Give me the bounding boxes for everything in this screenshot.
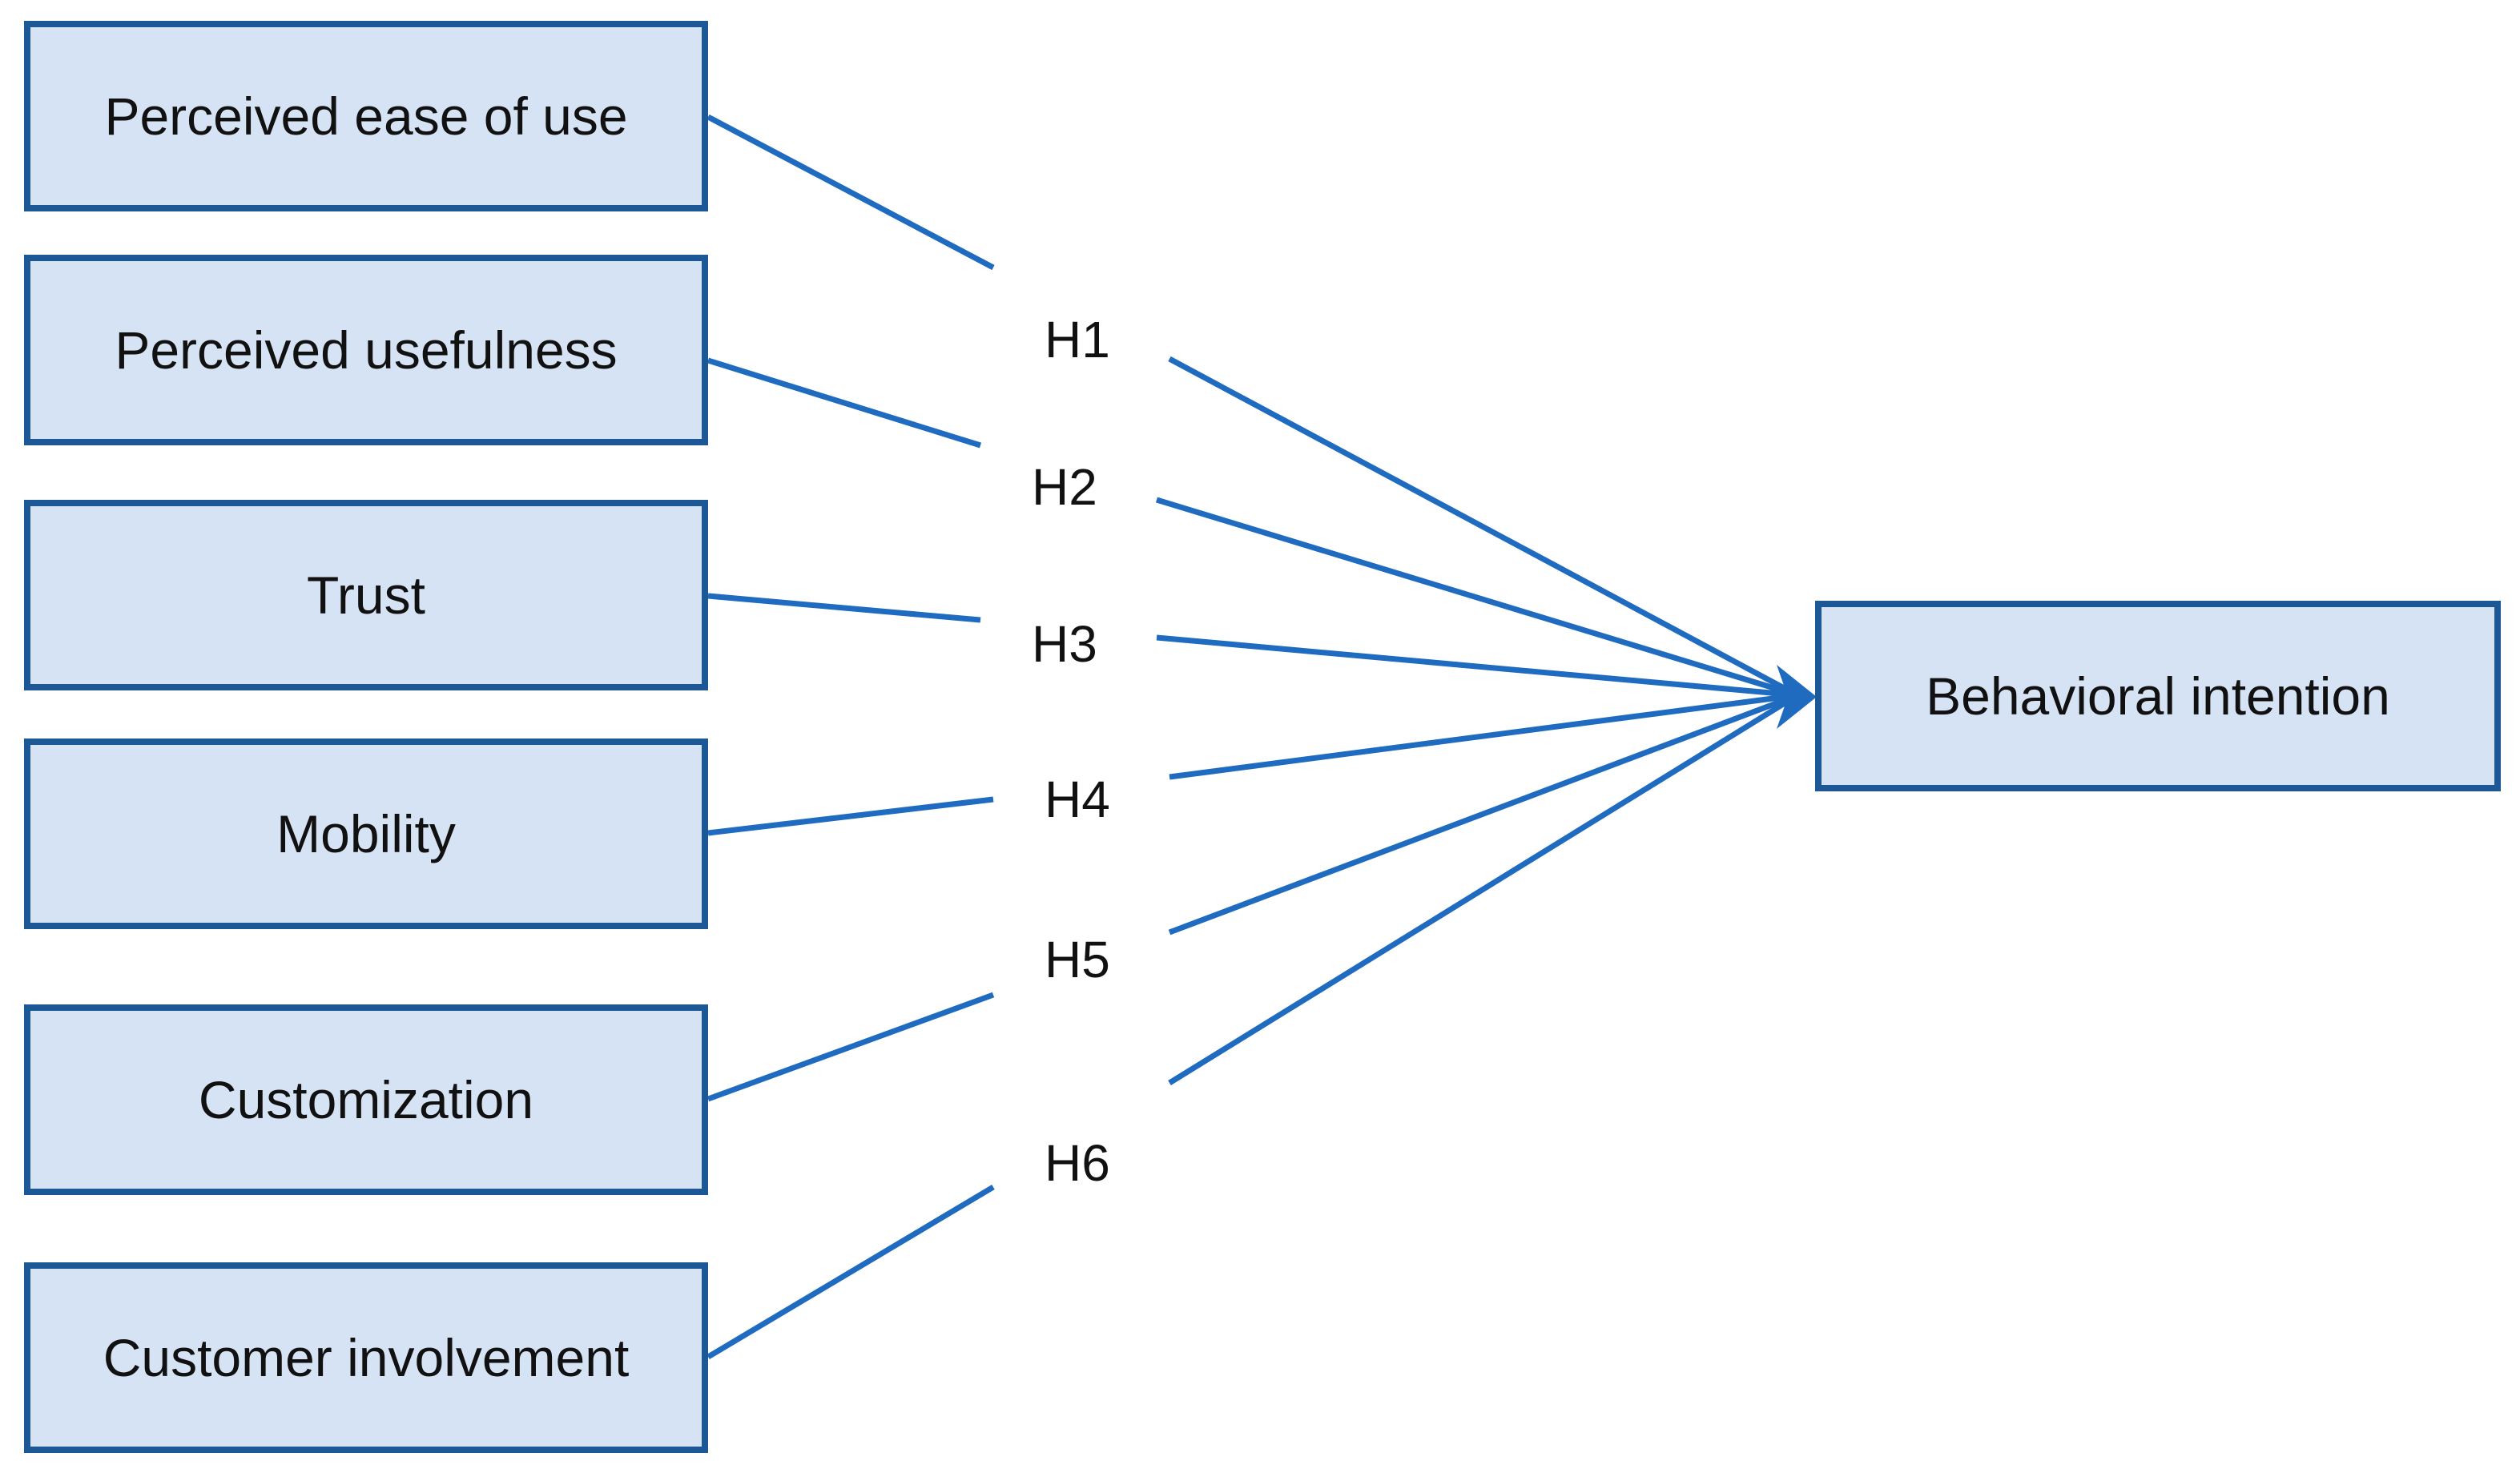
hypothesis-label-h4: H4 xyxy=(1045,771,1110,828)
construct-label: Perceived ease of use xyxy=(104,87,628,146)
arrow-h3-left-segment xyxy=(707,593,981,623)
construct-label: Customer involvement xyxy=(103,1328,630,1387)
arrow-h6-left-segment xyxy=(706,1184,995,1360)
hypothesis-label-h3: H3 xyxy=(1032,615,1097,673)
arrowhead-icon xyxy=(1777,665,1817,729)
target-label: Behavioral intention xyxy=(1926,666,2390,726)
construct-box-perceived-usefulness: Perceived usefulness xyxy=(24,255,708,445)
hypothesis-label-h1: H1 xyxy=(1045,311,1110,368)
arrow-h2-right-segment xyxy=(1155,497,1799,698)
construct-label: Mobility xyxy=(276,804,456,863)
target-box-behavioral-intention: Behavioral intention xyxy=(1815,601,2501,791)
arrow-h5-left-segment xyxy=(706,992,995,1102)
arrow-h4-right-segment xyxy=(1169,692,1798,780)
arrow-h4-left-segment xyxy=(707,796,994,836)
construct-box-trust: Trust xyxy=(24,500,708,690)
construct-label: Customization xyxy=(198,1070,534,1129)
arrow-h5-right-segment xyxy=(1168,692,1799,936)
construct-box-mobility: Mobility xyxy=(24,738,708,929)
arrow-h3-right-segment xyxy=(1156,634,1798,698)
arrow-h1-right-segment xyxy=(1168,356,1799,698)
arrow-h2-left-segment xyxy=(706,357,982,449)
construct-label: Trust xyxy=(307,565,425,625)
hypothesis-label-h2: H2 xyxy=(1032,458,1097,516)
hypothesis-label-h5: H5 xyxy=(1045,931,1110,988)
arrow-h6-right-segment xyxy=(1168,693,1799,1085)
construct-box-customization: Customization xyxy=(24,1004,708,1195)
hypothesis-label-h6: H6 xyxy=(1045,1134,1110,1192)
construct-box-perceived-ease-of-use: Perceived ease of use xyxy=(24,21,708,211)
arrow-h1-left-segment xyxy=(706,114,995,271)
construct-label: Perceived usefulness xyxy=(115,320,618,380)
construct-box-customer-involvement: Customer involvement xyxy=(24,1262,708,1453)
